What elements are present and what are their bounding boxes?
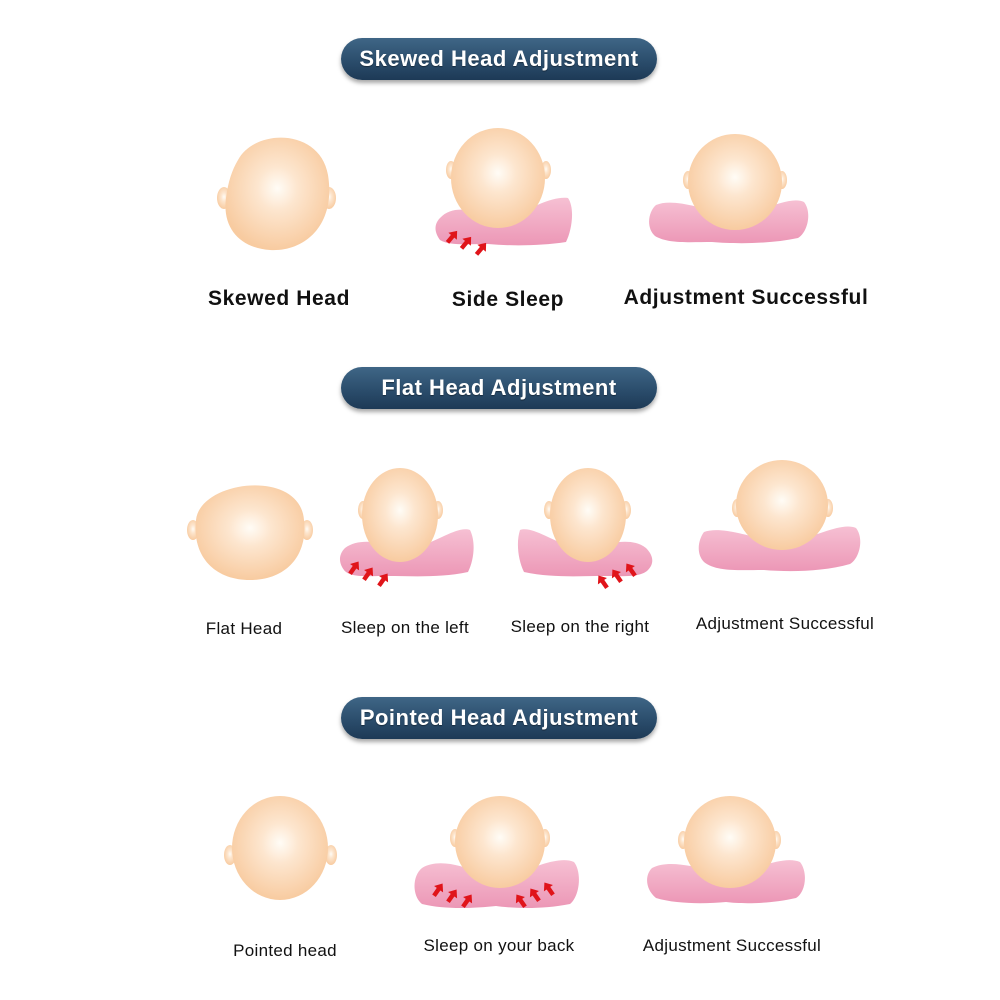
success-head-icon	[683, 134, 787, 230]
section-title: Flat Head Adjustment	[381, 375, 617, 400]
step-label-pointed-head: Pointed head	[233, 941, 337, 960]
right-sleep-head-icon	[544, 468, 631, 562]
flat-head-icon	[187, 485, 313, 580]
step-label-sleep-back: Sleep on your back	[423, 936, 575, 955]
section-title: Skewed Head Adjustment	[359, 46, 639, 71]
section-banner-pointed: Pointed Head Adjustment	[341, 697, 657, 739]
section-title: Pointed Head Adjustment	[359, 705, 639, 730]
step-label-sleep-right: Sleep on the right	[510, 617, 650, 636]
side-sleep-head-icon	[446, 128, 551, 228]
step-label-adjustment-successful: Adjustment Successful	[695, 614, 875, 633]
section-banner-flat: Flat Head Adjustment	[341, 367, 657, 409]
success-head-icon	[678, 796, 781, 888]
step-label-side-sleep: Side Sleep	[451, 288, 565, 311]
section-banner-skewed: Skewed Head Adjustment	[341, 38, 657, 80]
step-label-skewed-head: Skewed Head	[208, 287, 350, 310]
pointed-head-icon	[224, 796, 337, 900]
step-label-adjustment-successful: Adjustment Successful	[623, 286, 869, 309]
success-head-icon	[732, 460, 833, 550]
skewed-head-icon	[217, 137, 336, 251]
back-sleep-head-icon	[450, 796, 550, 888]
left-sleep-head-icon	[358, 468, 443, 562]
step-label-sleep-left: Sleep on the left	[341, 618, 469, 637]
step-label-adjustment-successful: Adjustment Successful	[642, 936, 822, 955]
step-label-flat-head: Flat Head	[205, 619, 283, 638]
